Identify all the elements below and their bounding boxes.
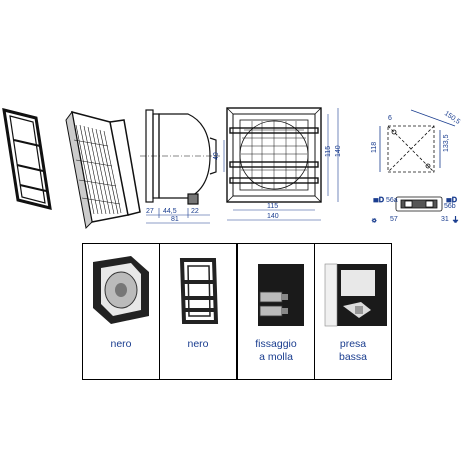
feature-panels: nero nero fissaggio a molla [82,243,392,380]
lamp-body-view [65,110,141,230]
panel-caption: fissaggio a molla [255,338,297,363]
dim-front-width-outer: 140 [267,213,279,220]
dim-front-width-inner: 115 [267,203,278,210]
panel-spring-mount: fissaggio a molla [237,243,315,380]
dim-depth-a: 27 [146,208,154,215]
panel-low-socket: presa bassa [314,243,392,380]
terminal-57-label: 57 [390,216,398,223]
side-view [140,109,220,205]
dim-cutout-side: 133,5 [443,134,450,152]
dim-height-side: 40 [213,152,220,160]
dim-cutout-height: 118 [371,142,378,153]
black-lamp-icon [93,256,149,324]
terminal-56b-label: 56b [444,203,456,210]
black-guard-icon [179,258,219,324]
cutout-template [379,109,456,173]
panel-black-guard: nero [159,243,237,380]
dim-depth-b: 44,5 [163,208,177,215]
panel-black-lamp: nero [82,243,160,380]
high-beam-symbol-icon: ≣D [446,195,457,204]
connector-diagram [395,196,443,212]
low-beam-symbol-icon: ≣D [373,195,384,204]
side-dimension-lines [146,140,225,224]
dim-hole-diameter: 6 [388,115,392,122]
connector-symbols: ≣D ≣D ☼ ⏚ [371,195,460,225]
technical-drawing: 27 44,5 22 81 40 [2,107,461,230]
dim-depth-total: 81 [171,216,179,223]
terminal-31-label: 31 [441,216,449,223]
dim-depth-c: 22 [191,208,199,215]
front-view [226,107,322,203]
front-dimension-lines [227,108,339,221]
terminal-56a-label: 56a [386,197,398,204]
low-socket-icon [324,263,387,327]
guard-frame-view [2,107,52,211]
panel-caption: nero [110,338,132,350]
panel-caption: presa bassa [338,338,368,363]
ground-symbol-icon: ⏚ [452,216,459,224]
dim-front-height-inner: 115 [325,146,332,157]
spring-mount-icon [258,264,304,326]
dim-front-height-outer: 140 [335,145,342,157]
dim-cutout-diag: 150,5 [443,110,461,126]
panel-caption: nero [187,338,209,350]
position-light-symbol-icon: ☼ [371,217,377,224]
